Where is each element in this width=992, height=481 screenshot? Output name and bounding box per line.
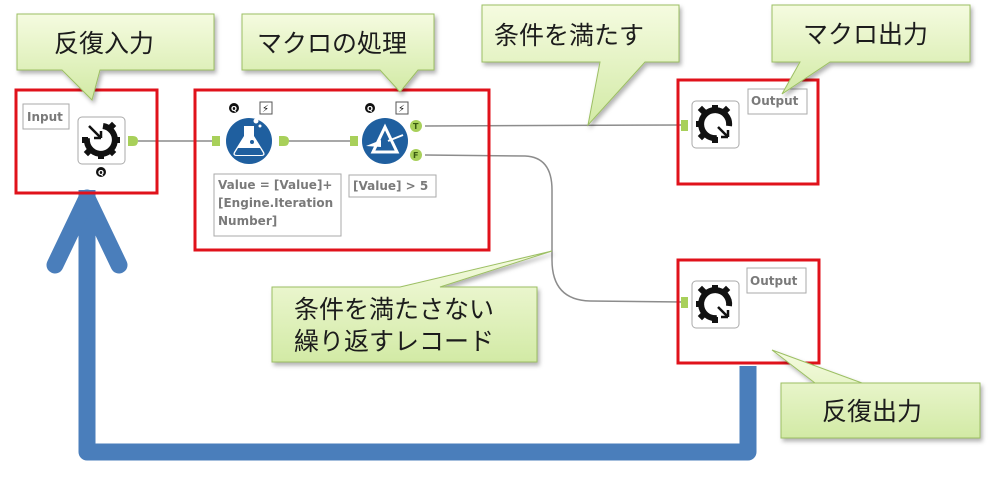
q-badge-text: Q — [231, 105, 237, 113]
formula-annotation-box — [213, 173, 342, 237]
lightning-badge-icon — [395, 101, 409, 115]
formula-output-anchor — [279, 136, 289, 146]
connector-false-output — [424, 154, 684, 303]
false-port-label: F — [413, 151, 418, 160]
output-input-anchor — [681, 297, 688, 308]
callout-condition-not-met-line-1: 条件を満たさない — [294, 295, 494, 324]
filter-tool[interactable]: Q ⚡ T F [Value] > 5 — [348, 101, 437, 198]
formula-annotation-line-1: Value = [Value]+ — [218, 178, 332, 192]
loop-arrow-head — [46, 189, 128, 274]
callout-iterative-output-text: 反復出力 — [822, 397, 922, 426]
output-input-anchor — [681, 120, 688, 131]
macro-output-tool-false[interactable]: Output — [681, 267, 807, 329]
filter-annotation-box — [348, 174, 437, 198]
true-port-label: T — [413, 122, 419, 131]
q-badge-icon — [229, 103, 239, 113]
formula-tool[interactable]: Q ⚡ Value = [Value]+ [Engine.Iteration N… — [212, 101, 342, 237]
lightning-badge-icon — [259, 101, 273, 115]
filter-annotation: [Value] > 5 — [353, 179, 428, 193]
callout-macro-output: マクロ出力 — [771, 4, 971, 95]
highlight-output-true — [676, 78, 820, 186]
callout-iterative-output: 反復出力 — [771, 349, 981, 439]
formula-input-anchor — [212, 136, 220, 146]
callout-iterative-input: 反復入力 — [16, 13, 215, 101]
output-label: Output — [750, 274, 798, 288]
output-label-box — [747, 88, 808, 115]
callout-condition-not-met-line-2: 繰り返すレコード — [294, 327, 494, 356]
callout-iterative-input-text: 反復入力 — [54, 29, 154, 58]
callout-macro-processing: マクロの処理 — [241, 13, 435, 93]
formula-annotation-line-3: Number] — [218, 214, 277, 228]
output-anchor — [128, 136, 138, 146]
q-badge-text: Q — [98, 169, 104, 177]
output-label: Output — [751, 94, 799, 108]
connector-true-output — [424, 124, 684, 127]
callout-macro-processing-text: マクロの処理 — [257, 29, 407, 58]
output-label-box — [746, 267, 807, 294]
callout-condition-met-text: 条件を満たす — [494, 21, 644, 50]
false-anchor[interactable] — [410, 149, 422, 161]
input-label-box — [22, 103, 70, 130]
filter-input-anchor — [350, 136, 358, 146]
q-badge-icon — [96, 167, 106, 177]
highlight-processing — [193, 88, 491, 252]
q-badge-icon — [365, 103, 375, 113]
highlight-output-false — [676, 258, 821, 365]
connectors — [138, 124, 684, 303]
macro-input-tool[interactable]: Input Q — [22, 103, 138, 177]
loop-back-arrow — [78, 190, 757, 461]
highlight-boxes — [14, 78, 821, 365]
formula-annotation-line-2: [Engine.Iteration — [218, 196, 333, 210]
q-badge-text: Q — [367, 105, 373, 113]
macro-output-tool-true[interactable]: Output — [681, 88, 808, 149]
lightning-badge-text: ⚡ — [262, 104, 269, 115]
callout-condition-not-met: 条件を満たさない 繰り返すレコード — [271, 250, 553, 363]
lightning-badge-text: ⚡ — [398, 104, 405, 115]
callout-condition-met: 条件を満たす — [481, 4, 680, 127]
true-anchor[interactable] — [410, 120, 422, 132]
input-label: Input — [27, 110, 63, 124]
callout-macro-output-text: マクロ出力 — [803, 20, 928, 49]
